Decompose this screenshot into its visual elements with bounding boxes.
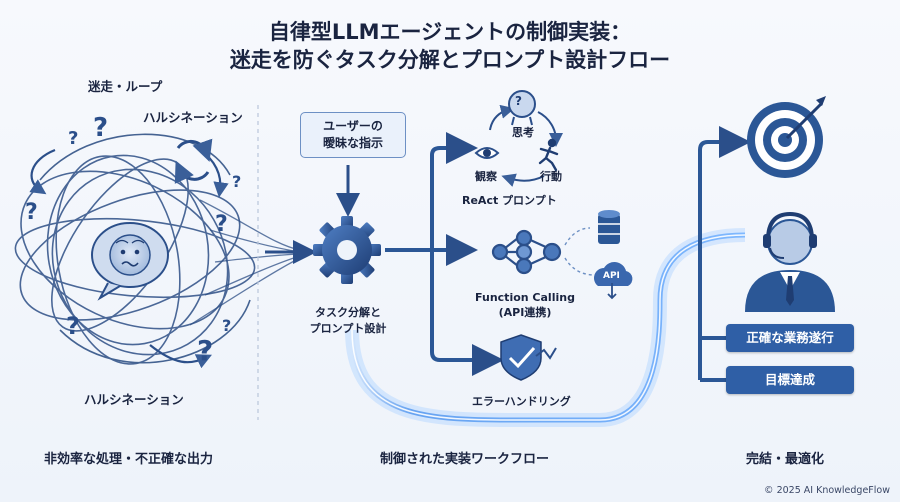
refresh-cycle-icon [174, 138, 213, 184]
user-instruction-box: ユーザーの 曖昧な指示 [300, 112, 406, 158]
confused-face-icon [91, 222, 169, 301]
goal-achieved-badge: 目標達成 [726, 366, 854, 394]
function-calling-line-1: Function Calling [475, 291, 575, 304]
question-mark-icon: ? [25, 200, 38, 225]
question-mark-icon: ? [66, 312, 80, 340]
instruction-line-2: 曖昧な指示 [322, 136, 383, 150]
react-prompt-label: ReAct プロンプト [462, 194, 557, 207]
right-footer: 完結・最適化 [746, 452, 825, 467]
question-mark-icon: ? [222, 316, 232, 335]
question-marks: ? ? ? ? ? ? ? ? ? [0, 0, 522, 420]
gear-label-line-1: タスク分解と [315, 306, 381, 319]
loop-label: 迷走・ループ [88, 79, 163, 94]
copyright: © 2025 AI KnowledgeFlow [764, 485, 890, 496]
network-nodes-icon [491, 229, 562, 275]
shield-check-icon [500, 334, 557, 381]
instruction-line-1: ユーザーの [323, 119, 383, 133]
title-line-2: 迷走を防ぐタスク分解とプロンプト設計フロー [229, 48, 671, 72]
page-title: 自律型LLMエージェントの制御実装： 迷走を防ぐタスク分解とプロンプト設計フロー [0, 18, 900, 74]
gear-label: タスク分解と プロンプト設計 [300, 305, 396, 337]
question-mark-icon: ? [68, 128, 79, 149]
operator-avatar-icon [745, 211, 835, 312]
react-cycle [489, 104, 563, 187]
question-mark-icon: ? [93, 113, 109, 143]
database-icon [598, 210, 620, 244]
accurate-execution-badge: 正確な業務遂行 [726, 324, 854, 352]
head-think-icon [508, 90, 536, 126]
question-mark-icon: ? [515, 94, 522, 108]
api-cloud-icon [594, 262, 633, 300]
function-calling-label: Function Calling (API連携) [465, 290, 585, 320]
eye-observe-icon [474, 147, 500, 159]
hallucination-label-bottom: ハルシネーション [84, 392, 184, 407]
left-footer: 非効率な処理・不正確な出力 [44, 452, 214, 467]
question-mark-icon: ? [197, 334, 214, 367]
react-observe-label: 観察 [475, 170, 497, 183]
error-handling-label: エラーハンドリング [472, 395, 571, 408]
question-mark-icon: ? [232, 172, 242, 191]
title-line-1: 自律型LLMエージェントの制御実装： [268, 20, 632, 44]
api-badge: API [603, 271, 620, 281]
function-calling-line-2: (API連携) [498, 306, 552, 319]
middle-footer: 制御された実装ワークフロー [380, 452, 550, 467]
gear-label-line-2: プロンプト設計 [309, 322, 387, 335]
target-icon [747, 96, 826, 178]
question-mark-icon: ? [215, 212, 228, 237]
hallucination-label-top: ハルシネーション [143, 110, 243, 125]
react-act-label: 行動 [540, 170, 562, 183]
gear-icon [313, 216, 381, 284]
react-think-label: 思考 [512, 126, 534, 139]
runner-act-icon [538, 138, 559, 172]
